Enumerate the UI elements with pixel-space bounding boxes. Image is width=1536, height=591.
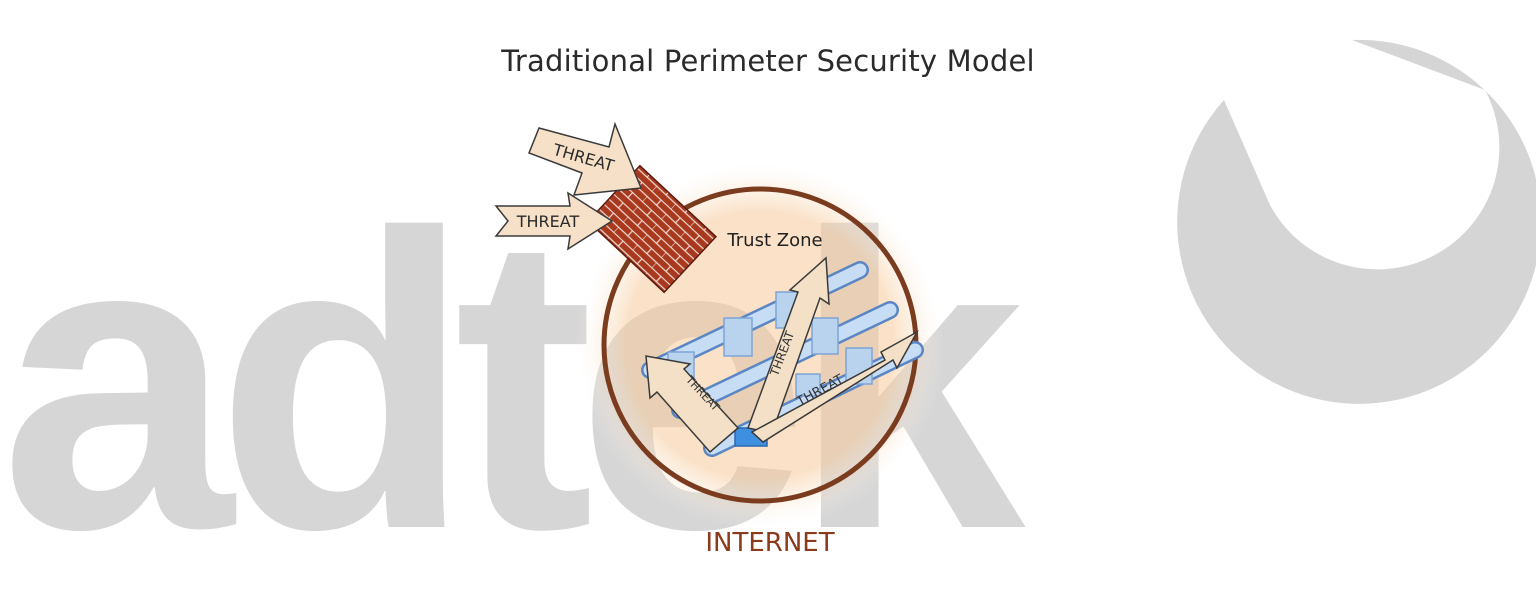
page-title: Traditional Perimeter Security Model xyxy=(501,44,1035,78)
internet-label: INTERNET xyxy=(705,528,834,558)
threat-arrow-external-lower xyxy=(494,191,614,251)
threat-arrow-left xyxy=(645,355,740,454)
watermark-circle-icon xyxy=(1177,39,1536,404)
trust-zone-label: Trust Zone xyxy=(726,230,822,251)
server-icon xyxy=(811,317,839,355)
external-threat-arrows: THREAT THREAT xyxy=(494,121,643,251)
firewall-icon xyxy=(586,164,718,294)
threat-arrow-right xyxy=(750,330,919,443)
server-icon xyxy=(723,317,753,357)
threat-arrow-up xyxy=(746,256,830,434)
threat-arrow-external-upper xyxy=(528,121,643,196)
server-icon xyxy=(795,373,821,397)
threat-label: THREAT xyxy=(516,212,580,231)
